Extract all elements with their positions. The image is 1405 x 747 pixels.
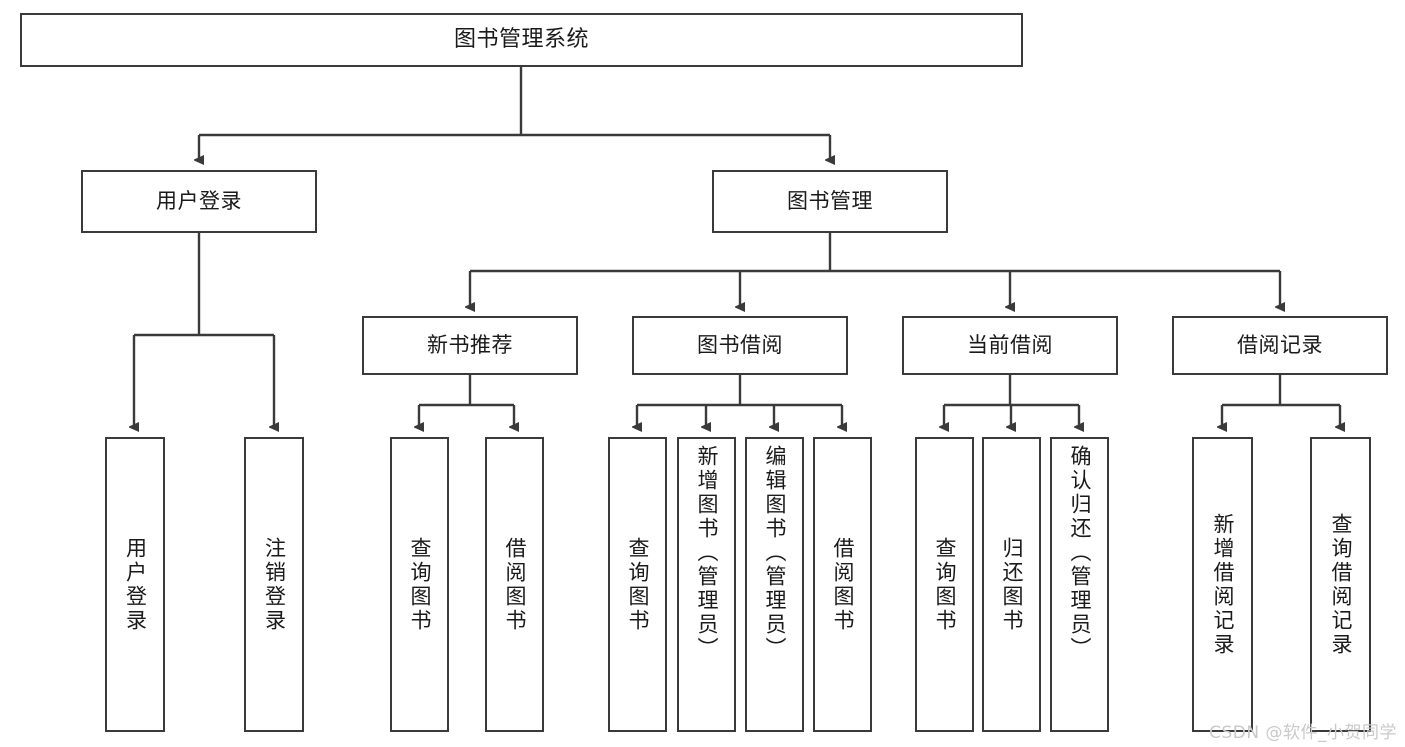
node-book-borrow-label: 图书借阅	[697, 333, 783, 358]
leaf-current-query-book[interactable]: 查询图书	[915, 437, 974, 732]
leaf-recommend-borrow-book[interactable]: 借阅图书	[485, 437, 544, 732]
leaf-user-login-logout[interactable]: 注销登录	[244, 437, 304, 732]
leaf-current-return-book-label: 归还图书	[1000, 536, 1024, 633]
node-current-borrow-label: 当前借阅	[967, 333, 1053, 358]
leaf-user-login-login[interactable]: 用户登录	[105, 437, 165, 732]
node-book-management-label: 图书管理	[787, 189, 873, 214]
leaf-borrow-query-book[interactable]: 查询图书	[608, 437, 667, 732]
leaf-current-confirm-return-admin[interactable]: 确认归还（管理员）	[1050, 437, 1109, 732]
node-user-login[interactable]: 用户登录	[81, 170, 317, 233]
leaf-user-login-login-label: 用户登录	[123, 536, 148, 633]
leaf-current-confirm-return-admin-label: 确认归还（管理员）	[1068, 445, 1092, 661]
node-borrow-record[interactable]: 借阅记录	[1172, 316, 1388, 375]
leaf-borrow-edit-book-admin[interactable]: 编辑图书（管理员）	[745, 437, 804, 732]
leaf-borrow-edit-book-admin-label: 编辑图书（管理员）	[763, 445, 787, 661]
leaf-borrow-borrow-book[interactable]: 借阅图书	[813, 437, 872, 732]
leaf-borrow-borrow-book-label: 借阅图书	[831, 536, 855, 633]
leaf-borrow-add-book-admin[interactable]: 新增图书（管理员）	[677, 437, 736, 732]
node-root-system-label: 图书管理系统	[453, 27, 589, 53]
leaf-recommend-query-book[interactable]: 查询图书	[390, 437, 449, 732]
leaf-borrow-add-book-admin-label: 新增图书（管理员）	[695, 445, 719, 661]
leaf-record-add-record-label: 新增借阅记录	[1211, 512, 1235, 657]
leaf-record-query-record[interactable]: 查询借阅记录	[1310, 437, 1371, 732]
leaf-record-add-record[interactable]: 新增借阅记录	[1192, 437, 1253, 732]
node-new-book-recommend[interactable]: 新书推荐	[362, 316, 578, 375]
leaf-user-login-logout-label: 注销登录	[262, 536, 287, 633]
node-borrow-record-label: 借阅记录	[1237, 333, 1323, 358]
node-book-management[interactable]: 图书管理	[712, 170, 948, 233]
leaf-record-query-record-label: 查询借阅记录	[1329, 512, 1353, 657]
leaf-current-query-book-label: 查询图书	[933, 536, 957, 633]
node-book-borrow[interactable]: 图书借阅	[632, 316, 848, 375]
node-new-book-recommend-label: 新书推荐	[427, 333, 513, 358]
leaf-recommend-borrow-book-label: 借阅图书	[503, 536, 527, 633]
leaf-recommend-query-book-label: 查询图书	[408, 536, 432, 633]
leaf-borrow-query-book-label: 查询图书	[626, 536, 650, 633]
node-user-login-label: 用户登录	[156, 189, 242, 214]
leaf-current-return-book[interactable]: 归还图书	[982, 437, 1041, 732]
node-root-system[interactable]: 图书管理系统	[20, 13, 1023, 67]
node-current-borrow[interactable]: 当前借阅	[902, 316, 1118, 375]
